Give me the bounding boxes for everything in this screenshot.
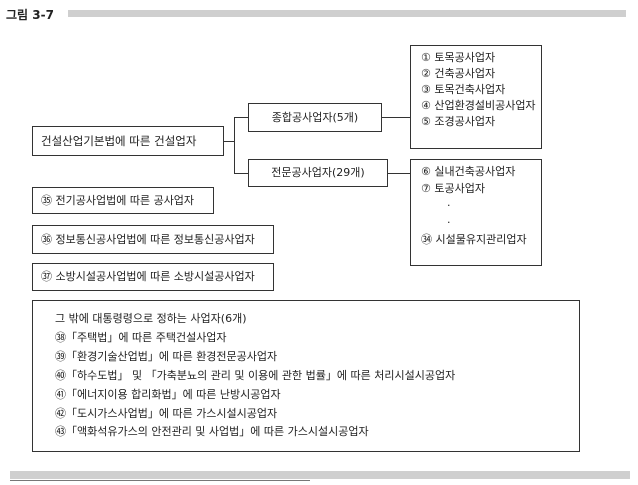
decree-item: ㊴「환경기술산업법」에 따른 환경전문공사업자 xyxy=(55,349,278,363)
general-contractor-box: 종합공사업자(5개) xyxy=(248,103,382,132)
decree-box: 그 밖에 대통령령으로 정하는 사업자(6개) ㊳「주택법」에 따른 주택건설사… xyxy=(32,300,580,452)
footer-rule xyxy=(10,480,310,481)
decree-item: ㊷「도시가스사업법」에 따른 가스시설시공업자 xyxy=(55,406,278,420)
general-item: ③ 토목건축사업자 xyxy=(421,82,506,96)
general-list-box: ① 토목공사업자 ② 건축공사업자 ③ 토목건축사업자 ④ 산업환경설비공사업자… xyxy=(410,45,542,149)
specialty-list-box: ⑥ 실내건축공사업자 ⑦ 토공사업자 · · ㉞ 시설물유지관리업자 xyxy=(410,159,542,266)
specialty-ellipsis: · xyxy=(447,216,451,230)
specialty-ellipsis: · xyxy=(447,199,451,213)
connector-to-specialty xyxy=(234,173,248,174)
electric-contractor-box: ㉟ 전기공사업법에 따른 공사업자 xyxy=(32,187,214,214)
general-item: ⑤ 조경공사업자 xyxy=(421,114,496,128)
specialty-item: ⑥ 실내건축공사업자 xyxy=(421,165,516,178)
root-box: 건설산업기본법에 따른 건설업자 xyxy=(32,126,224,156)
figure-label: 그림 3-7 xyxy=(6,8,54,22)
telecom-contractor-box: ㊱ 정보통신공사업법에 따른 정보통신공사업자 xyxy=(32,225,274,254)
specialty-contractor-label: 전문공사업자(29개) xyxy=(271,166,365,180)
connector-to-general xyxy=(234,117,248,118)
fire-contractor-box: ㊲ 소방시설공사업법에 따른 소방시설공사업자 xyxy=(32,263,274,291)
general-item: ① 토목공사업자 xyxy=(421,51,496,64)
decree-title: 그 밖에 대통령령으로 정하는 사업자(6개) xyxy=(55,312,247,325)
general-contractor-label: 종합공사업자(5개) xyxy=(271,110,359,124)
connector-vertical-left xyxy=(234,117,235,173)
specialty-item: ㉞ 시설물유지관리업자 xyxy=(421,233,527,247)
fire-contractor-label: ㊲ 소방시설공사업법에 따른 소방시설공사업자 xyxy=(41,270,255,284)
decree-item: ㊵「하수도법」 및 「가축분뇨의 관리 및 이용에 관한 법률」에 따른 처리시… xyxy=(55,368,456,382)
general-item: ④ 산업환경설비공사업자 xyxy=(421,98,536,112)
specialty-item: ⑦ 토공사업자 xyxy=(421,182,485,196)
connector-specialty-list xyxy=(388,173,410,174)
root-label: 건설산업기본법에 따른 건설업자 xyxy=(41,133,197,148)
decree-item: ㊳「주택법」에 따른 주택건설사업자 xyxy=(55,330,227,344)
electric-contractor-label: ㉟ 전기공사업법에 따른 공사업자 xyxy=(41,193,195,207)
footer-divider xyxy=(10,471,630,479)
decree-item: ㊸「액화석유가스의 안전관리 및 사업법」에 따른 가스시설시공업자 xyxy=(55,425,369,439)
decree-item: ㊶「에너지이용 합리화법」에 따른 난방시공업자 xyxy=(55,387,281,401)
connector-general-list xyxy=(382,117,410,118)
telecom-contractor-label: ㊱ 정보통신공사업법에 따른 정보통신공사업자 xyxy=(41,232,255,246)
general-item: ② 건축공사업자 xyxy=(421,66,496,80)
connector-root-out xyxy=(224,141,234,142)
specialty-contractor-box: 전문공사업자(29개) xyxy=(248,159,388,187)
header-divider xyxy=(68,10,626,17)
